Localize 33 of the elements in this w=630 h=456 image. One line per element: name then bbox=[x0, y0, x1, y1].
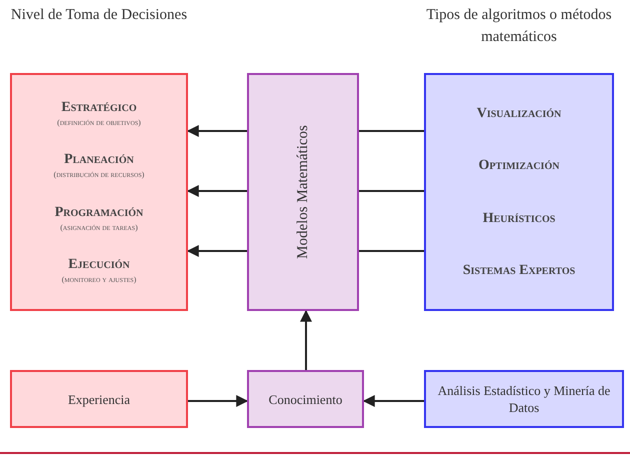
connector-line bbox=[359, 130, 424, 132]
panel-box bbox=[10, 73, 188, 311]
box-label: Conocimiento bbox=[268, 390, 342, 408]
method-label: Heurísticos bbox=[482, 210, 556, 228]
arrow bbox=[186, 125, 247, 137]
level-title: Estratégico bbox=[61, 98, 137, 117]
arrow bbox=[186, 185, 247, 197]
method-label: Optimización bbox=[478, 157, 560, 176]
level-title: Planeación bbox=[64, 151, 134, 170]
process-box bbox=[247, 370, 364, 428]
connector-line bbox=[359, 190, 424, 192]
process-box bbox=[10, 370, 188, 428]
level-description: (monitoreo y ajustes) bbox=[62, 274, 136, 286]
arrow bbox=[362, 395, 424, 407]
box-label: Experiencia bbox=[68, 390, 130, 408]
level-description: (asignación de tareas) bbox=[60, 222, 138, 233]
method-label: Sistemas Expertos bbox=[462, 262, 576, 280]
box-label: Modelos Matemáticos bbox=[295, 125, 311, 259]
level-title: Programación bbox=[54, 204, 144, 222]
arrow bbox=[300, 310, 312, 370]
model-box bbox=[247, 73, 359, 311]
column-heading: Nivel de Toma de Decisiones bbox=[10, 6, 188, 25]
arrow bbox=[188, 395, 248, 407]
level-description: (definición de objetivos) bbox=[57, 116, 141, 128]
column-heading: Tipos de algoritmos o métodos matemáticos bbox=[425, 6, 613, 47]
panel-box bbox=[424, 73, 614, 311]
process-box bbox=[424, 370, 624, 428]
method-label: Visualización bbox=[476, 104, 562, 123]
connector-line bbox=[359, 250, 424, 252]
level-description: (distribución de recursos) bbox=[54, 169, 144, 180]
box-label: Análisis Estadístico y Minería de Datos bbox=[436, 382, 612, 416]
arrow bbox=[186, 245, 247, 257]
level-title: Ejecución bbox=[68, 256, 130, 274]
